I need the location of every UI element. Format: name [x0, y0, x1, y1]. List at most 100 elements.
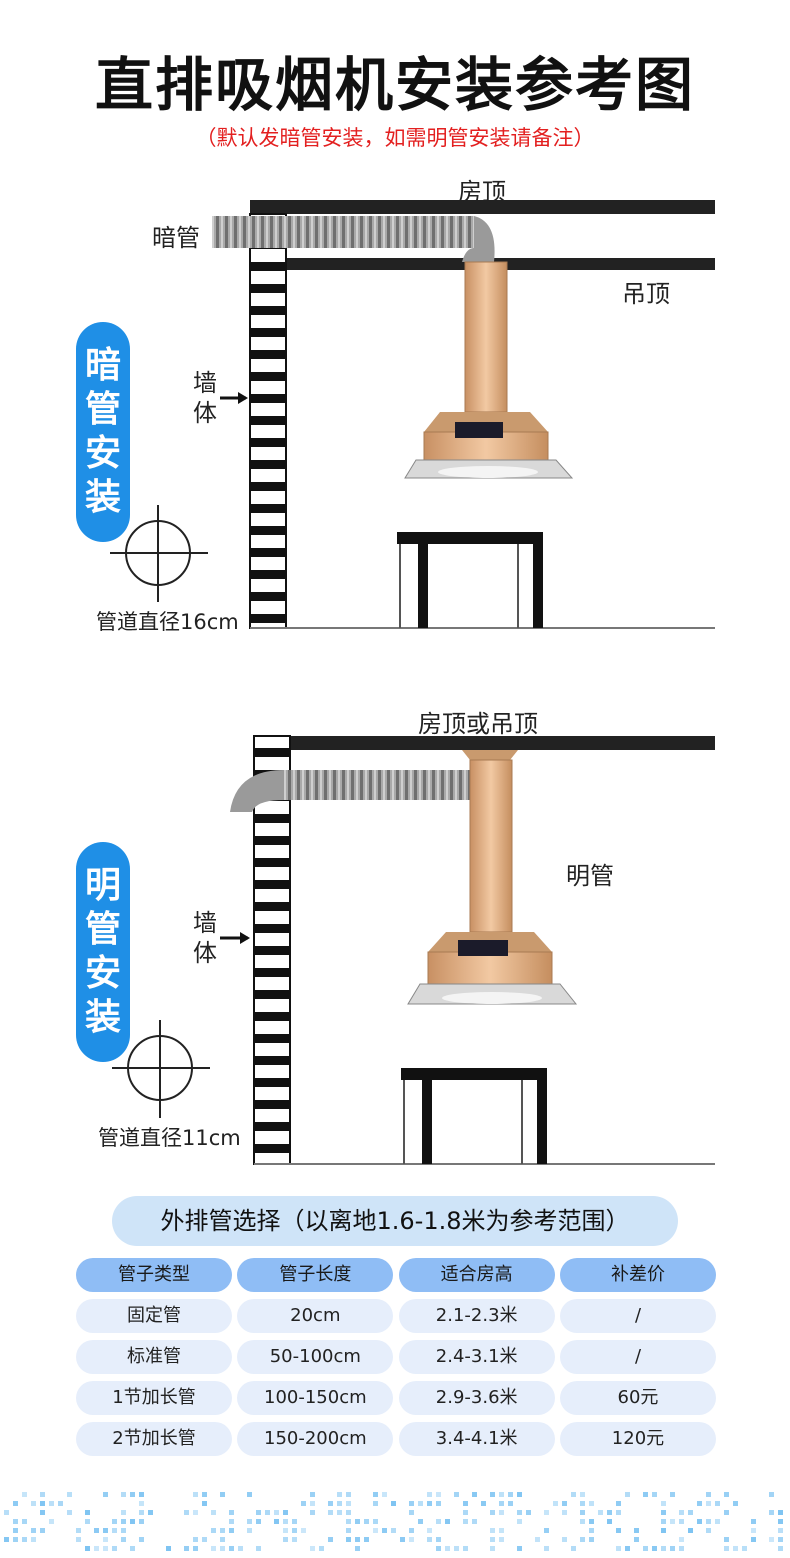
decor-dot — [121, 1537, 126, 1542]
decor-dot — [346, 1519, 351, 1524]
cell-pipe-length: 20cm — [237, 1299, 394, 1333]
concealed-diagram-drawing — [110, 200, 715, 629]
decor-dot — [337, 1510, 342, 1515]
decor-dot — [229, 1519, 234, 1524]
decor-dot — [490, 1546, 495, 1551]
decor-dot — [409, 1501, 414, 1506]
decor-dot — [265, 1510, 270, 1515]
decor-dot — [778, 1528, 783, 1533]
decor-dot — [193, 1537, 198, 1542]
decor-dot — [328, 1537, 333, 1542]
decor-dot — [409, 1528, 414, 1533]
decor-dot — [31, 1537, 36, 1542]
decor-dot — [292, 1528, 297, 1533]
decor-dot — [652, 1492, 657, 1497]
cell-pipe-length: 100-150cm — [237, 1381, 394, 1415]
decor-dot — [427, 1528, 432, 1533]
decor-dot — [202, 1501, 207, 1506]
decor-dot — [625, 1546, 630, 1551]
table-row: 标准管 50-100cm 2.4-3.1米 / — [76, 1340, 716, 1374]
cell-room-height: 2.9-3.6米 — [398, 1381, 555, 1415]
concealed-pipe-label: 暗管 — [152, 224, 200, 252]
decor-dot — [769, 1510, 774, 1515]
decor-dot — [13, 1501, 18, 1506]
decor-dot — [94, 1546, 99, 1551]
roof-label: 房顶 — [458, 178, 506, 206]
decor-dot — [499, 1492, 504, 1497]
decor-dot — [382, 1528, 387, 1533]
exposed-diagram-drawing — [112, 735, 715, 1165]
decor-dot — [598, 1510, 603, 1515]
table-header-row: 管子类型 管子长度 适合房高 补差价 — [76, 1258, 716, 1292]
decor-dot — [643, 1492, 648, 1497]
decor-dot — [715, 1501, 720, 1506]
decor-dot — [319, 1546, 324, 1551]
decor-dot — [103, 1492, 108, 1497]
decor-dot — [58, 1501, 63, 1506]
decor-dot — [445, 1519, 450, 1524]
decor-dot — [121, 1519, 126, 1524]
decor-dot — [499, 1510, 504, 1515]
decor-dot — [112, 1528, 117, 1533]
decor-dot — [679, 1510, 684, 1515]
decor-dot — [76, 1537, 81, 1542]
decor-dot — [193, 1546, 198, 1551]
decor-dot — [310, 1492, 315, 1497]
decor-dot — [517, 1519, 522, 1524]
decor-dot — [580, 1537, 585, 1542]
decor-dot — [67, 1492, 72, 1497]
decor-dot — [697, 1519, 702, 1524]
decor-dot — [580, 1501, 585, 1506]
decor-dot — [499, 1537, 504, 1542]
table-row: 1节加长管 100-150cm 2.9-3.6米 60元 — [76, 1381, 716, 1415]
header-room-height: 适合房高 — [398, 1258, 555, 1292]
decor-dot — [13, 1519, 18, 1524]
cell-pipe-type: 1节加长管 — [76, 1381, 232, 1415]
decor-dot — [499, 1501, 504, 1506]
decor-dot — [616, 1510, 621, 1515]
decor-dot — [364, 1519, 369, 1524]
decor-dot — [778, 1546, 783, 1551]
decor-dot — [247, 1492, 252, 1497]
concealed-install-diagram: 房顶 暗管 吊顶 墙体 管道直径16cm — [0, 170, 790, 640]
decor-dot — [211, 1546, 216, 1551]
decor-dot — [724, 1546, 729, 1551]
decor-dot — [463, 1519, 468, 1524]
decor-dot — [373, 1519, 378, 1524]
decor-dot — [346, 1537, 351, 1542]
pipe-selection-table: 管子类型 管子长度 适合房高 补差价 固定管 20cm 2.1-2.3米 / 标… — [76, 1258, 716, 1463]
decor-dot — [49, 1519, 54, 1524]
decor-dot — [238, 1546, 243, 1551]
decor-dot — [283, 1519, 288, 1524]
decor-dot — [625, 1492, 630, 1497]
decor-dot — [418, 1501, 423, 1506]
decor-dot — [652, 1546, 657, 1551]
decor-dot — [391, 1528, 396, 1533]
decor-dot — [85, 1546, 90, 1551]
decor-dot — [553, 1501, 558, 1506]
decor-dot — [301, 1528, 306, 1533]
decor-dot — [526, 1510, 531, 1515]
decor-dot — [580, 1519, 585, 1524]
decor-dot — [427, 1501, 432, 1506]
decor-dot — [292, 1537, 297, 1542]
header-pipe-length: 管子长度 — [237, 1258, 394, 1292]
decor-dot — [661, 1519, 666, 1524]
decor-dot — [517, 1510, 522, 1515]
page-title: 直排吸烟机安装参考图 — [94, 51, 695, 119]
decor-dot — [571, 1492, 576, 1497]
decor-dot — [139, 1492, 144, 1497]
decor-dot — [256, 1510, 261, 1515]
decor-dot — [436, 1546, 441, 1551]
decor-dot — [67, 1510, 72, 1515]
decor-dot — [643, 1546, 648, 1551]
decor-dot — [355, 1519, 360, 1524]
decor-dot — [733, 1501, 738, 1506]
decor-dot — [562, 1510, 567, 1515]
cell-extra-price: / — [559, 1299, 716, 1333]
decor-dot — [436, 1492, 441, 1497]
decor-dot — [679, 1519, 684, 1524]
decor-dot — [139, 1510, 144, 1515]
decor-dot — [346, 1501, 351, 1506]
install-note: （默认发暗管安装，如需明管安装请备注） — [195, 126, 595, 150]
